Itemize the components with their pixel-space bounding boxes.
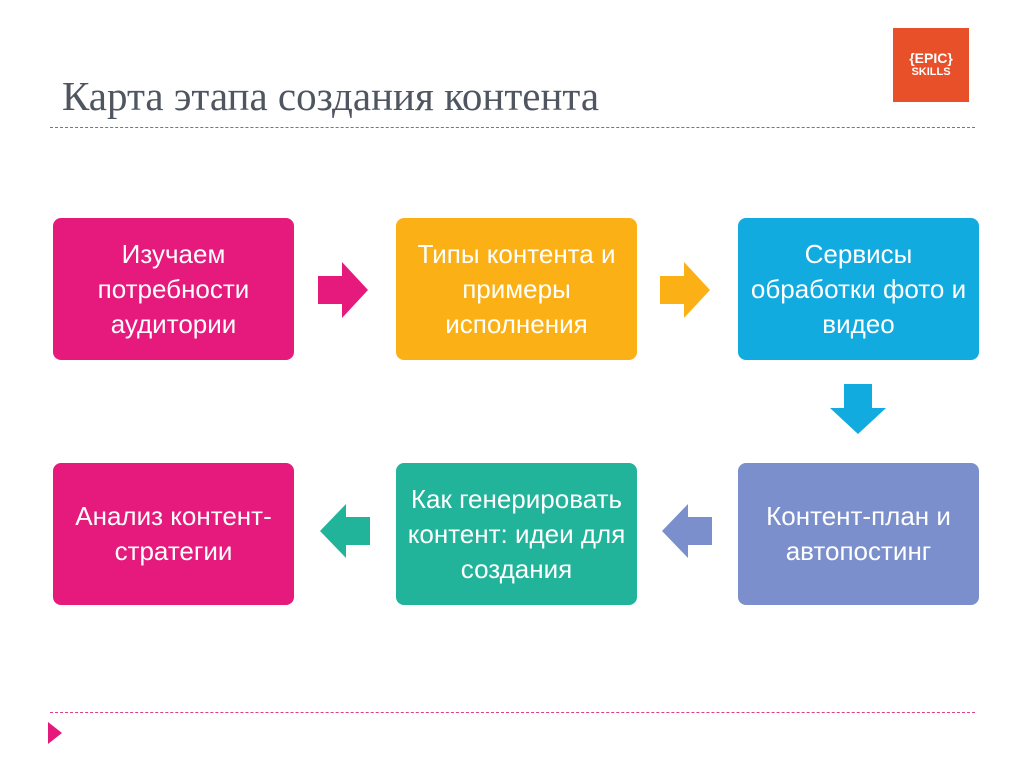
step-box-5: Как генерировать контент: идеи для созда… — [396, 463, 637, 605]
divider-top — [50, 127, 975, 128]
arrow-right-icon — [318, 262, 368, 318]
step-box-3: Сервисы обработки фото и видео — [738, 218, 979, 360]
step-box-1: Изучаем потребности аудитории — [53, 218, 294, 360]
arrow-right-icon — [660, 262, 710, 318]
divider-bottom — [50, 712, 975, 713]
triangle-marker-icon — [48, 722, 62, 744]
page-title: Карта этапа создания контента — [62, 73, 600, 119]
logo-line2: SKILLS — [911, 66, 951, 78]
arrow-left-icon — [320, 504, 370, 558]
arrow-left-icon — [662, 504, 712, 558]
epic-skills-logo: {EPIC}SKILLS — [893, 28, 969, 102]
step-box-4: Контент-план и автопостинг — [738, 463, 979, 605]
logo-line1: {EPIC} — [909, 50, 953, 66]
arrow-down-icon — [830, 384, 886, 434]
step-box-2: Типы контента и примеры исполнения — [396, 218, 637, 360]
step-box-6: Анализ контент-стратегии — [53, 463, 294, 605]
